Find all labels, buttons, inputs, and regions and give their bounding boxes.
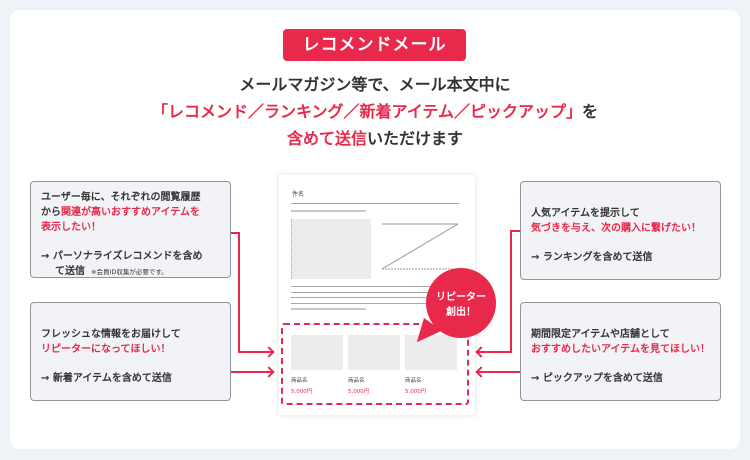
text-block-placeholder-icon [381,223,459,270]
email-subject-label: 件名 [292,191,305,198]
product-image-placeholder [405,335,457,370]
headline-line-1: メールマガジン等で、メール本文中に [239,75,511,94]
product-image-placeholder [348,335,400,370]
connector-line [477,351,512,353]
connector-line [231,232,239,234]
text-line [291,303,461,304]
product-image-placeholder [291,335,343,370]
repeater-speech-bubble: リピーター 創出！ [410,268,500,351]
product-recommend-area: 商品名 5,000円 商品名 5,000円 商品名 5,000円 [281,323,469,405]
headline-line-3: 含めて送信いただけます [286,129,464,148]
email-mockup: 件名 [279,175,475,415]
new-items-box: フレッシュな情報をお届けして リピーターになってほしい！ → 新着アイテムを含め… [30,302,231,401]
headline-line-2: 「レコメンド／ランキング／新着アイテム／ピックアップ」を [152,102,598,121]
product-card: 商品名 5,000円 [291,335,343,395]
image-placeholder [291,219,371,279]
product-card: 商品名 5,000円 [348,335,400,395]
connector-line [238,232,240,352]
text-line [291,203,459,204]
connector-line [477,371,520,373]
ranking-box: 人気アイテムを提示して 気づきを与え、次の購入に繋げたい！ → ランキングを含め… [520,181,721,280]
connector-line [510,230,512,352]
bubble-circle [426,268,496,338]
title-badge: レコメンドメール [283,29,466,61]
text-line [291,297,461,298]
text-line [291,210,366,212]
text-line [291,286,461,287]
product-card: 商品名 5,000円 [405,335,457,395]
text-line [291,308,366,310]
connector-line [231,371,274,373]
text-line [291,292,461,293]
connector-line [511,230,520,232]
recommend-box: ユーザー毎に、それぞれの閲覧履歴 から関連が高いおすすめアイテムを 表示したい！… [30,181,231,278]
pickup-box: 期間限定アイテムや店舗として おすすめしたいアイテムを見てほしい！ → ピックア… [520,302,721,401]
connector-line [238,351,274,353]
